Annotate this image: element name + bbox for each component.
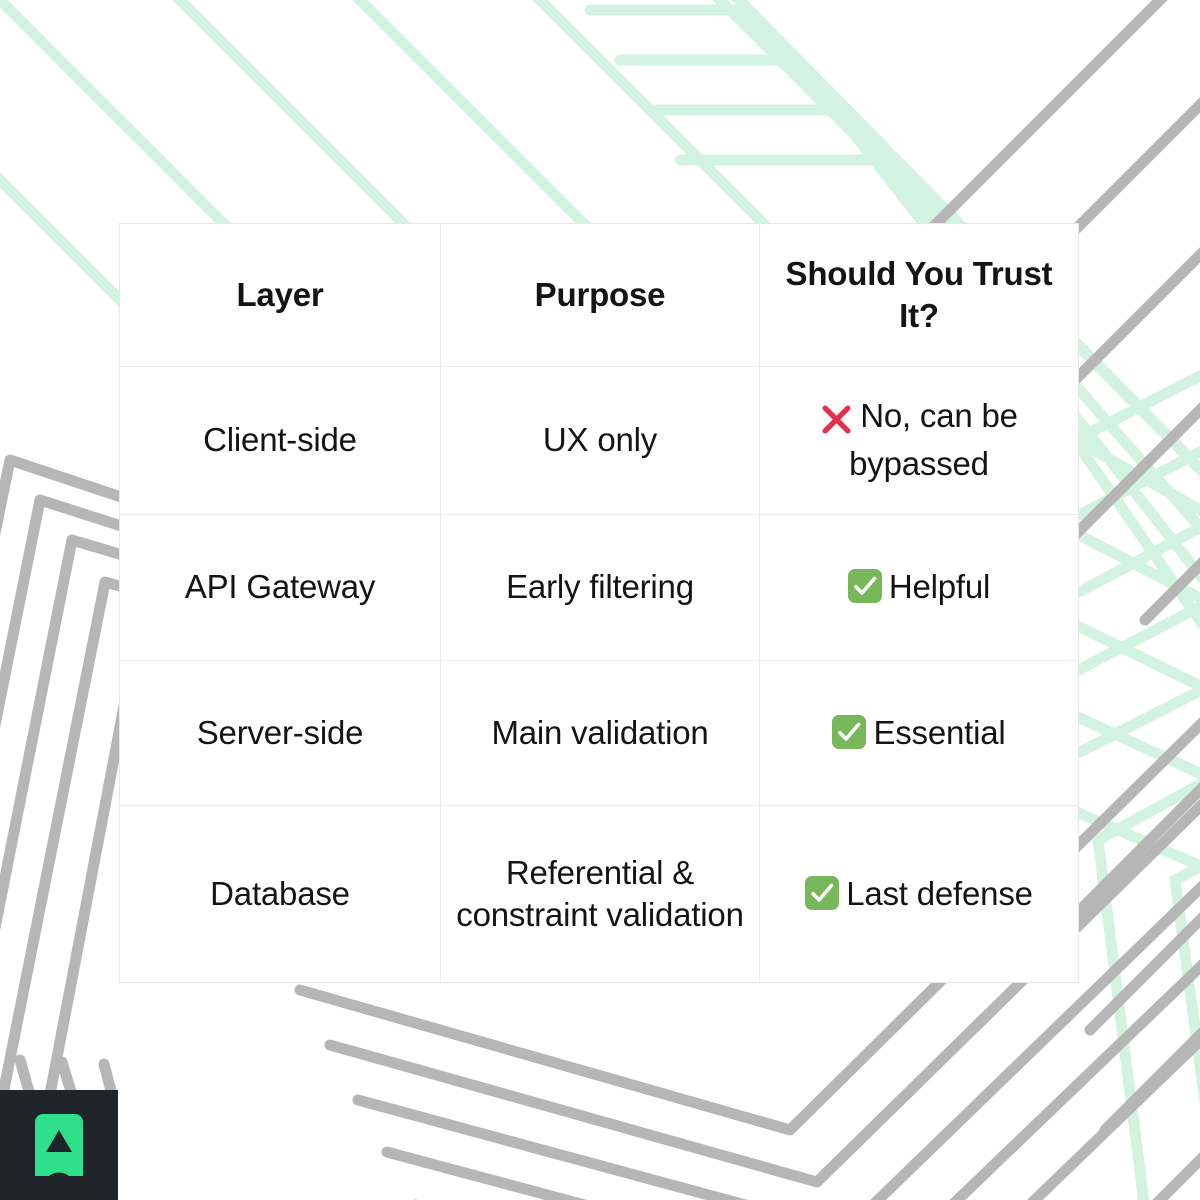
cell-trust: Essential (760, 661, 1078, 805)
status-label: Essential (873, 713, 1006, 751)
cell-trust: Last defense (760, 806, 1078, 982)
cross-mark-icon (820, 400, 853, 443)
cell-layer: Server-side (120, 661, 441, 805)
cell-trust: No, can be bypassed (760, 367, 1078, 514)
cell-purpose-text: Referential & constraint validation (456, 853, 744, 933)
cell-purpose: UX only (441, 367, 760, 514)
status-badge: Essential (832, 712, 1006, 755)
cell-purpose-text: Main validation (491, 713, 709, 751)
cell-layer-text: Database (210, 874, 350, 912)
column-header-trust: Should You Trust It? (760, 224, 1078, 366)
cell-layer: Client-side (120, 367, 441, 514)
column-header-layer: Layer (120, 224, 441, 366)
column-header-trust-label: Should You Trust It? (785, 254, 1053, 334)
cell-layer-text: API Gateway (184, 568, 376, 606)
cell-purpose: Main validation (441, 661, 760, 805)
logo-badge (0, 1090, 118, 1200)
check-mark-box-icon (832, 714, 867, 749)
column-header-layer-label: Layer (236, 275, 324, 313)
table-row: Client-side UX only No, can be bypassed (120, 367, 1078, 515)
cell-layer-text: Client-side (203, 421, 357, 459)
comparison-table: Layer Purpose Should You Trust It? Clien… (119, 223, 1079, 983)
cell-purpose: Early filtering (441, 515, 760, 660)
cell-trust: Helpful (760, 515, 1078, 660)
table-header-row: Layer Purpose Should You Trust It? (120, 224, 1078, 367)
status-label: Helpful (888, 568, 991, 606)
status-label: Last defense (846, 874, 1033, 912)
table-row: Database Referential & constraint valida… (120, 806, 1078, 982)
status-badge: Helpful (847, 566, 991, 609)
check-mark-box-icon (805, 875, 840, 910)
status-label: No, can be bypassed (849, 397, 1018, 482)
table-row: Server-side Main validation Essential (120, 661, 1078, 806)
cell-layer: API Gateway (120, 515, 441, 660)
check-mark-box-icon (847, 569, 882, 604)
cell-purpose: Referential & constraint validation (441, 806, 760, 982)
cell-layer-text: Server-side (196, 713, 364, 751)
cell-layer: Database (120, 806, 441, 982)
table-row: API Gateway Early filtering Helpful (120, 515, 1078, 661)
column-header-purpose-label: Purpose (534, 275, 666, 313)
cell-purpose-text: Early filtering (506, 568, 694, 606)
cell-purpose-text: UX only (542, 421, 658, 459)
status-badge: Last defense (805, 873, 1033, 916)
column-header-purpose: Purpose (441, 224, 760, 366)
bookmark-triangle-logo-icon (35, 1114, 83, 1176)
status-badge: No, can be bypassed (774, 395, 1064, 486)
